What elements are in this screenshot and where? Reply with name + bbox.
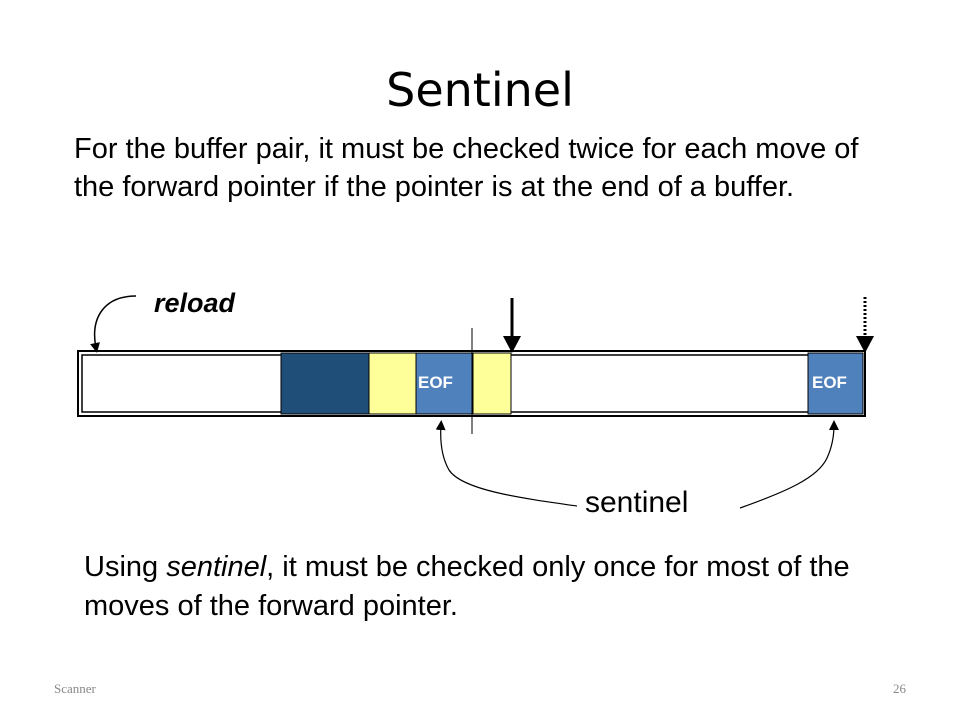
dark-filled-cell: [280, 352, 370, 415]
slide-title: Sentinel: [386, 63, 574, 117]
eof-label-second: EOF: [812, 373, 847, 392]
yellow-cell-left: [368, 352, 417, 415]
reload-label: reload: [154, 288, 236, 318]
sentinel-paragraph: Using sentinel, it must be checked only …: [84, 548, 884, 626]
eof-label-first: EOF: [418, 373, 453, 392]
sentinel-arrow-left: [435, 420, 578, 507]
page-number: 26: [893, 681, 906, 696]
sentinel-paragraph-prefix: Using: [84, 551, 167, 583]
sentinel-arrow-right: [739, 420, 839, 509]
yellow-cell-right: [472, 352, 512, 415]
dotted-pointer-arrowhead: [856, 336, 874, 353]
eof-cell-first-buffer: [415, 352, 473, 415]
eof-cell-second-buffer: [807, 352, 864, 415]
sentinel-label: sentinel: [585, 486, 689, 519]
forward-pointer-arrowhead: [503, 336, 521, 353]
sentinel-paragraph-emphasis: sentinel: [166, 551, 267, 583]
sentinel-paragraph-suffix: , it must be checked only once for most …: [84, 551, 850, 622]
reload-arrow: [90, 295, 137, 353]
footer-label: Scanner: [54, 681, 96, 696]
intro-paragraph: For the buffer pair, it must be checked …: [74, 133, 859, 203]
